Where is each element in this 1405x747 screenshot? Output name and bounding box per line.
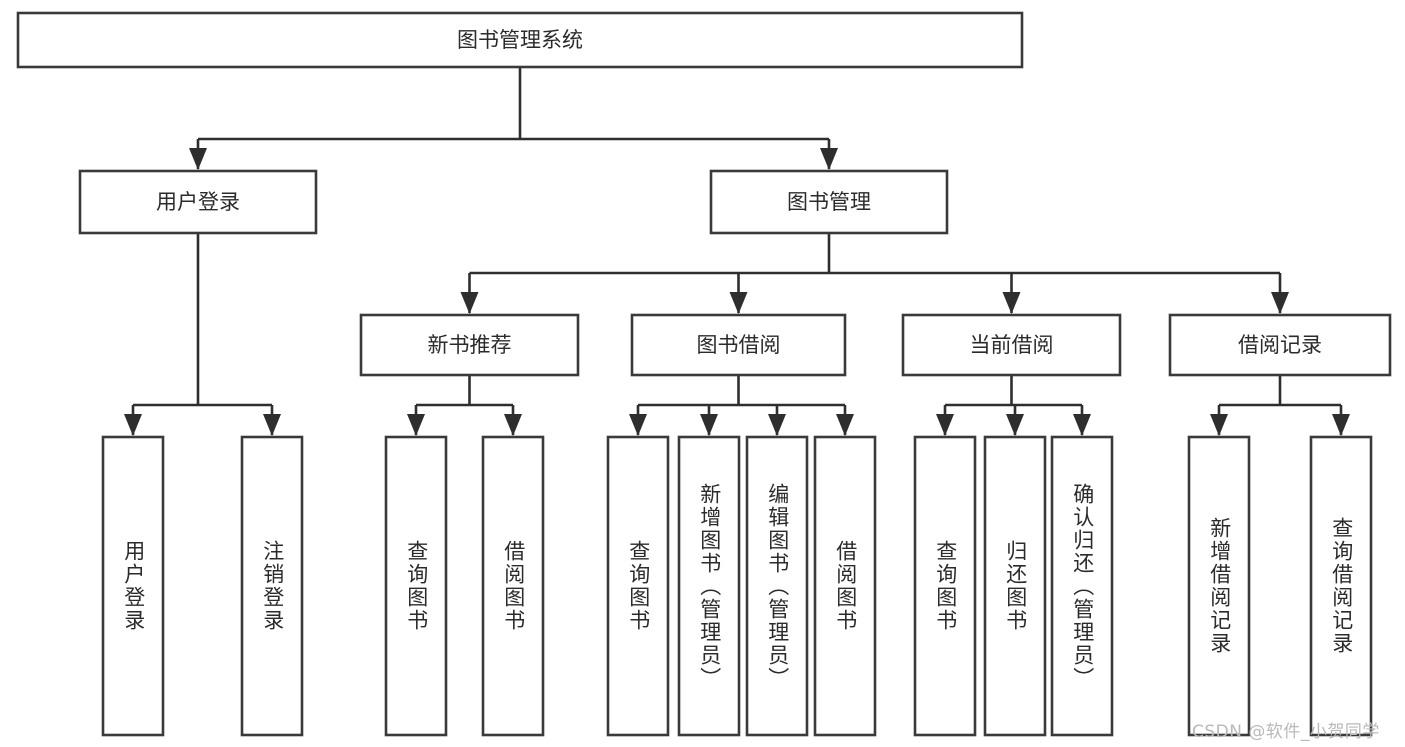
node-label-new-book-recommendation: 新书推荐 [428, 333, 512, 357]
arrow-head-icon-l2-0 [189, 148, 207, 170]
arrow-head-icon-l3-1 [729, 292, 748, 314]
arrow-head-icon-l3-3 [1271, 292, 1289, 314]
arrow-head-icon-l3-0 [460, 292, 479, 314]
arrow-head-icon-recommend-0 [407, 414, 425, 436]
node-box-leaf-user-login[interactable] [101, 435, 165, 737]
node-box-root[interactable] [16, 11, 1024, 69]
node-box-leaf-confirm-return-admin[interactable] [1050, 435, 1114, 737]
arrow-head-icon-userlogin-0 [124, 414, 142, 436]
arrow-head-icon-current-0 [936, 414, 954, 436]
arrow-head-icon-current-2 [1073, 414, 1091, 436]
arrow-head-icon-borrow-2 [768, 414, 786, 436]
arrow-head-icon-recommend-1 [504, 414, 522, 436]
arrow-head-icon-borrow-0 [629, 414, 647, 436]
node-box-leaf-return-book[interactable] [983, 435, 1047, 737]
node-box-leaf-borrow-books-recommend[interactable] [481, 435, 545, 737]
node-label-book-management: 图书管理 [787, 190, 871, 214]
node-label-current-borrowing: 当前借阅 [970, 333, 1054, 357]
node-boxes [16, 11, 1392, 737]
node-box-leaf-query-books-borrow[interactable] [606, 435, 670, 737]
csdn-watermark: CSDN @软件_小贺同学 [1192, 722, 1380, 742]
node-box-borrowing-records[interactable] [1168, 313, 1392, 377]
node-label-book-borrowing: 图书借阅 [697, 333, 781, 357]
node-label-user-login: 用户登录 [156, 190, 240, 214]
node-box-leaf-add-book-admin[interactable] [677, 435, 741, 737]
node-box-book-borrowing[interactable] [630, 313, 847, 377]
node-box-leaf-query-borrow-record[interactable] [1309, 435, 1373, 737]
node-box-leaf-borrow-book[interactable] [813, 435, 877, 737]
node-box-current-borrowing[interactable] [901, 313, 1122, 377]
arrow-head-icon-userlogin-1 [263, 414, 281, 436]
node-box-book-management[interactable] [709, 169, 949, 235]
node-box-leaf-logout[interactable] [240, 435, 304, 737]
arrow-head-icon-l3-2 [1002, 292, 1021, 314]
node-box-user-login[interactable] [78, 169, 318, 235]
arrow-head-icon-borrow-1 [700, 414, 718, 436]
node-box-leaf-add-borrow-record[interactable] [1187, 435, 1251, 737]
arrow-head-icon-borrow-3 [836, 414, 854, 436]
arrow-head-icon-records-0 [1210, 414, 1228, 436]
node-label-borrowing-records: 借阅记录 [1238, 333, 1322, 357]
node-label-root: 图书管理系统 [457, 28, 583, 52]
connector-lines [124, 67, 1350, 436]
node-box-leaf-query-books-current[interactable] [913, 435, 977, 737]
arrow-head-icon-current-1 [1006, 414, 1024, 436]
node-box-leaf-query-books-recommend[interactable] [384, 435, 448, 737]
node-box-leaf-edit-book-admin[interactable] [745, 435, 809, 737]
arrow-head-icon-records-1 [1332, 414, 1350, 436]
node-box-new-book-recommendation[interactable] [359, 313, 580, 377]
arrow-head-icon-l2-1 [820, 148, 838, 170]
